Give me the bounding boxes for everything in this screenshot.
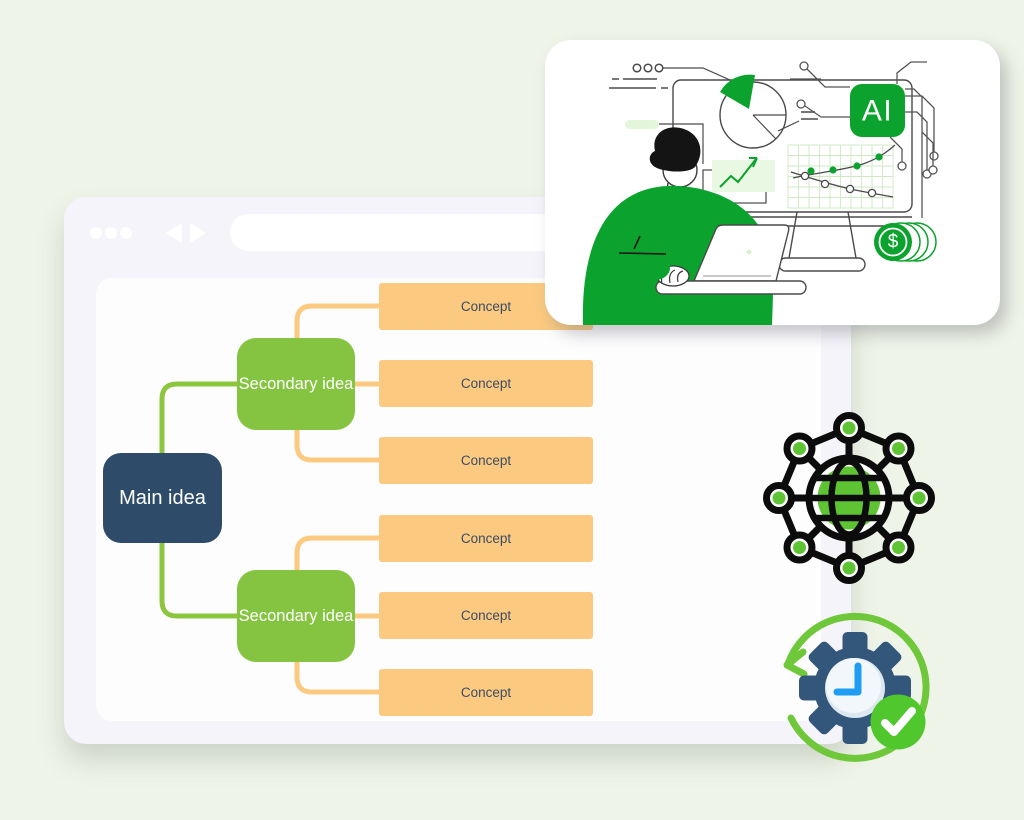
concept-label: Concept (460, 453, 512, 468)
window-dot-2[interactable] (105, 227, 117, 239)
secondary-idea-node-2[interactable]: Secondary idea (237, 570, 355, 662)
analytics-illustration: AI (582, 61, 939, 325)
gear-clock-icon (783, 612, 930, 762)
green-pill-decoration (625, 120, 659, 129)
scatter-chart-icon (787, 144, 896, 209)
dashes-decoration (609, 63, 740, 89)
concept-label: Concept (460, 299, 512, 314)
coins-icon: $ (874, 222, 937, 262)
traffic-light-dots (90, 227, 132, 239)
refresh-arrow-icon (783, 612, 930, 762)
globe-icon (805, 454, 893, 542)
window-dot-3[interactable] (120, 227, 132, 239)
concept-label: Concept (460, 531, 512, 546)
secondary-idea-label: Secondary idea (238, 606, 354, 625)
concept-node-6[interactable]: Concept (379, 669, 593, 716)
clock-hands (833, 662, 862, 696)
network-spokes (793, 442, 905, 554)
check-icon (870, 694, 926, 750)
nav-arrows (166, 223, 206, 243)
concept-node-2[interactable]: Concept (379, 360, 593, 407)
concept-node-4[interactable]: Concept (379, 515, 593, 562)
globe-network-icon (763, 412, 935, 584)
circuit-icon (790, 61, 939, 218)
main-idea-label: Main idea (119, 486, 206, 509)
forward-arrow-icon[interactable] (190, 223, 206, 243)
growth-chart-icon (702, 157, 775, 204)
mindmap-canvas: Main idea Secondary idea Secondary idea … (96, 278, 821, 721)
network-nodes (763, 412, 935, 584)
main-idea-node[interactable]: Main idea (103, 453, 222, 543)
ai-badge-label: AI (862, 95, 893, 128)
ai-badge-icon: AI (850, 84, 905, 137)
secondary-idea-node-1[interactable]: Secondary idea (237, 338, 355, 430)
pie-chart-icon (719, 74, 818, 149)
analytics-card: AI (545, 40, 1000, 325)
clock-face-highlight (826, 658, 881, 713)
back-arrow-icon[interactable] (166, 223, 182, 243)
concept-node-5[interactable]: Concept (379, 592, 593, 639)
hand-illustration (640, 256, 690, 287)
concept-label: Concept (460, 376, 512, 391)
window-dot-1[interactable] (90, 227, 102, 239)
concept-node-3[interactable]: Concept (379, 437, 593, 484)
secondary-idea-label: Secondary idea (238, 374, 354, 393)
laptop-icon (640, 224, 807, 295)
dollar-sign-label: $ (888, 232, 899, 253)
concept-label: Concept (460, 685, 512, 700)
concept-label: Concept (460, 608, 512, 623)
pill-connector-line (659, 123, 704, 164)
